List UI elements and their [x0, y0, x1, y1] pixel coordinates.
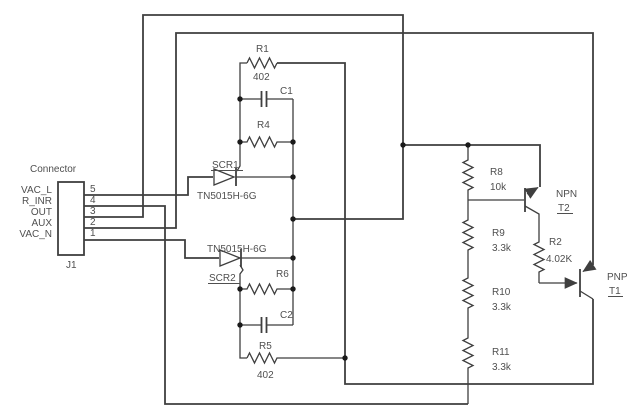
- connector-title: Connector: [30, 164, 77, 175]
- pin-label-r-inr: R_INR: [22, 196, 52, 207]
- resistor-r1: R1 402: [246, 44, 278, 83]
- r2-value: 4.02K: [546, 254, 572, 265]
- net-vac-n-to-scr2: [84, 239, 219, 259]
- net-rinr-bottom-rail: [84, 205, 468, 405]
- pin-label-vac-l: VAC_L: [21, 185, 52, 196]
- scr2-refdes: SCR2: [209, 273, 236, 284]
- pin-label-out: OUT: [31, 207, 52, 218]
- t2-refdes: T2: [558, 203, 570, 214]
- r6-refdes: R6: [276, 269, 289, 280]
- pin-number-1: 1: [90, 228, 96, 239]
- transistor-t2: NPN T2 R2 4.02K: [524, 186, 578, 289]
- net-aux-inner-rail: [84, 32, 594, 265]
- connector-refdes: J1: [66, 260, 77, 271]
- scr2: TN5015H-6G SCR2: [207, 244, 293, 359]
- capacitor-c2: C2: [240, 310, 293, 333]
- c1-refdes: C1: [280, 86, 293, 97]
- c2-refdes: C2: [280, 310, 293, 321]
- scr1-refdes: SCR1: [212, 160, 239, 171]
- pin-number-3: 3: [90, 206, 96, 217]
- t1-type: PNP: [607, 272, 628, 283]
- r2-refdes: R2: [549, 237, 562, 248]
- scr2-part: TN5015H-6G: [207, 244, 267, 255]
- r10-value: 3.3k: [492, 302, 512, 313]
- resistor-r5: R5 402: [246, 341, 345, 381]
- divider-chain: R8 10k R9 3.3k R10 3.3k R11 3.3k: [461, 145, 524, 404]
- r11-value: 3.3k: [492, 362, 512, 373]
- resistor-r6: R6: [240, 269, 293, 296]
- r11-refdes: R11: [492, 347, 510, 358]
- junction-dots: [237, 96, 471, 361]
- pin-label-vac-n: VAC_N: [19, 229, 52, 240]
- net-out-outer-rail: [84, 14, 541, 220]
- r8-refdes: R8: [490, 167, 503, 178]
- pin-number-4: 4: [90, 195, 96, 206]
- r5-refdes: R5: [259, 341, 272, 352]
- r8-value: 10k: [490, 182, 507, 193]
- connector-j1: Connector J1 VAC_L R_INR OUT AUX VAC_N 5…: [19, 164, 96, 271]
- r1-refdes: R1: [256, 44, 269, 55]
- t2-type: NPN: [556, 189, 577, 200]
- resistor-r4: R4: [240, 120, 293, 149]
- scr1-part: TN5015H-6G: [197, 191, 257, 202]
- r4-refdes: R4: [257, 120, 270, 131]
- r10-refdes: R10: [492, 287, 511, 298]
- r5-value: 402: [257, 370, 274, 381]
- net-vac-l-to-scr1: [84, 176, 213, 196]
- pin-number-2: 2: [90, 217, 96, 228]
- net-output-bus: [277, 62, 594, 385]
- r1-value: 402: [253, 72, 270, 83]
- capacitor-c1: C1: [240, 86, 293, 107]
- pin-number-5: 5: [90, 184, 96, 195]
- scr1: SCR1 TN5015H-6G: [197, 62, 293, 202]
- transistor-t1: PNP T1: [579, 259, 628, 300]
- t1-refdes: T1: [609, 286, 621, 297]
- pin-label-aux: AUX: [31, 218, 52, 229]
- r9-value: 3.3k: [492, 243, 512, 254]
- r9-refdes: R9: [492, 228, 505, 239]
